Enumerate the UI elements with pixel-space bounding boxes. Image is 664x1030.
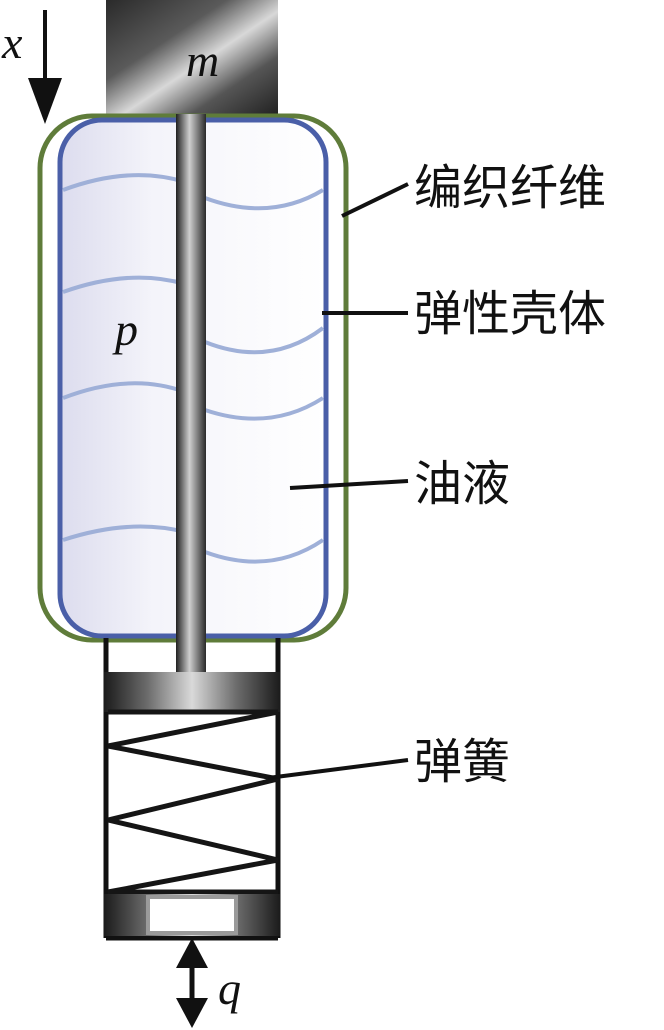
oil-waves — [62, 173, 325, 564]
piston-rod — [176, 114, 206, 674]
flow-arrow — [176, 938, 208, 1028]
label-spring: 弹簧 — [414, 734, 510, 790]
spring-coil — [107, 709, 279, 895]
pressure-symbol: p — [112, 304, 138, 355]
displacement-arrow — [28, 10, 62, 124]
displacement-symbol: x — [1, 17, 23, 68]
flow-port — [146, 895, 238, 935]
piston-plate — [104, 672, 280, 712]
mass-block — [106, 0, 278, 114]
flow-symbol: q — [218, 963, 241, 1014]
label-elastic-shell: 弹性壳体 — [414, 286, 606, 342]
label-oil: 油液 — [414, 456, 510, 512]
mass-symbol: m — [186, 35, 219, 86]
leader-lines — [267, 182, 409, 780]
label-braided-fiber: 编织纤维 — [414, 160, 606, 216]
